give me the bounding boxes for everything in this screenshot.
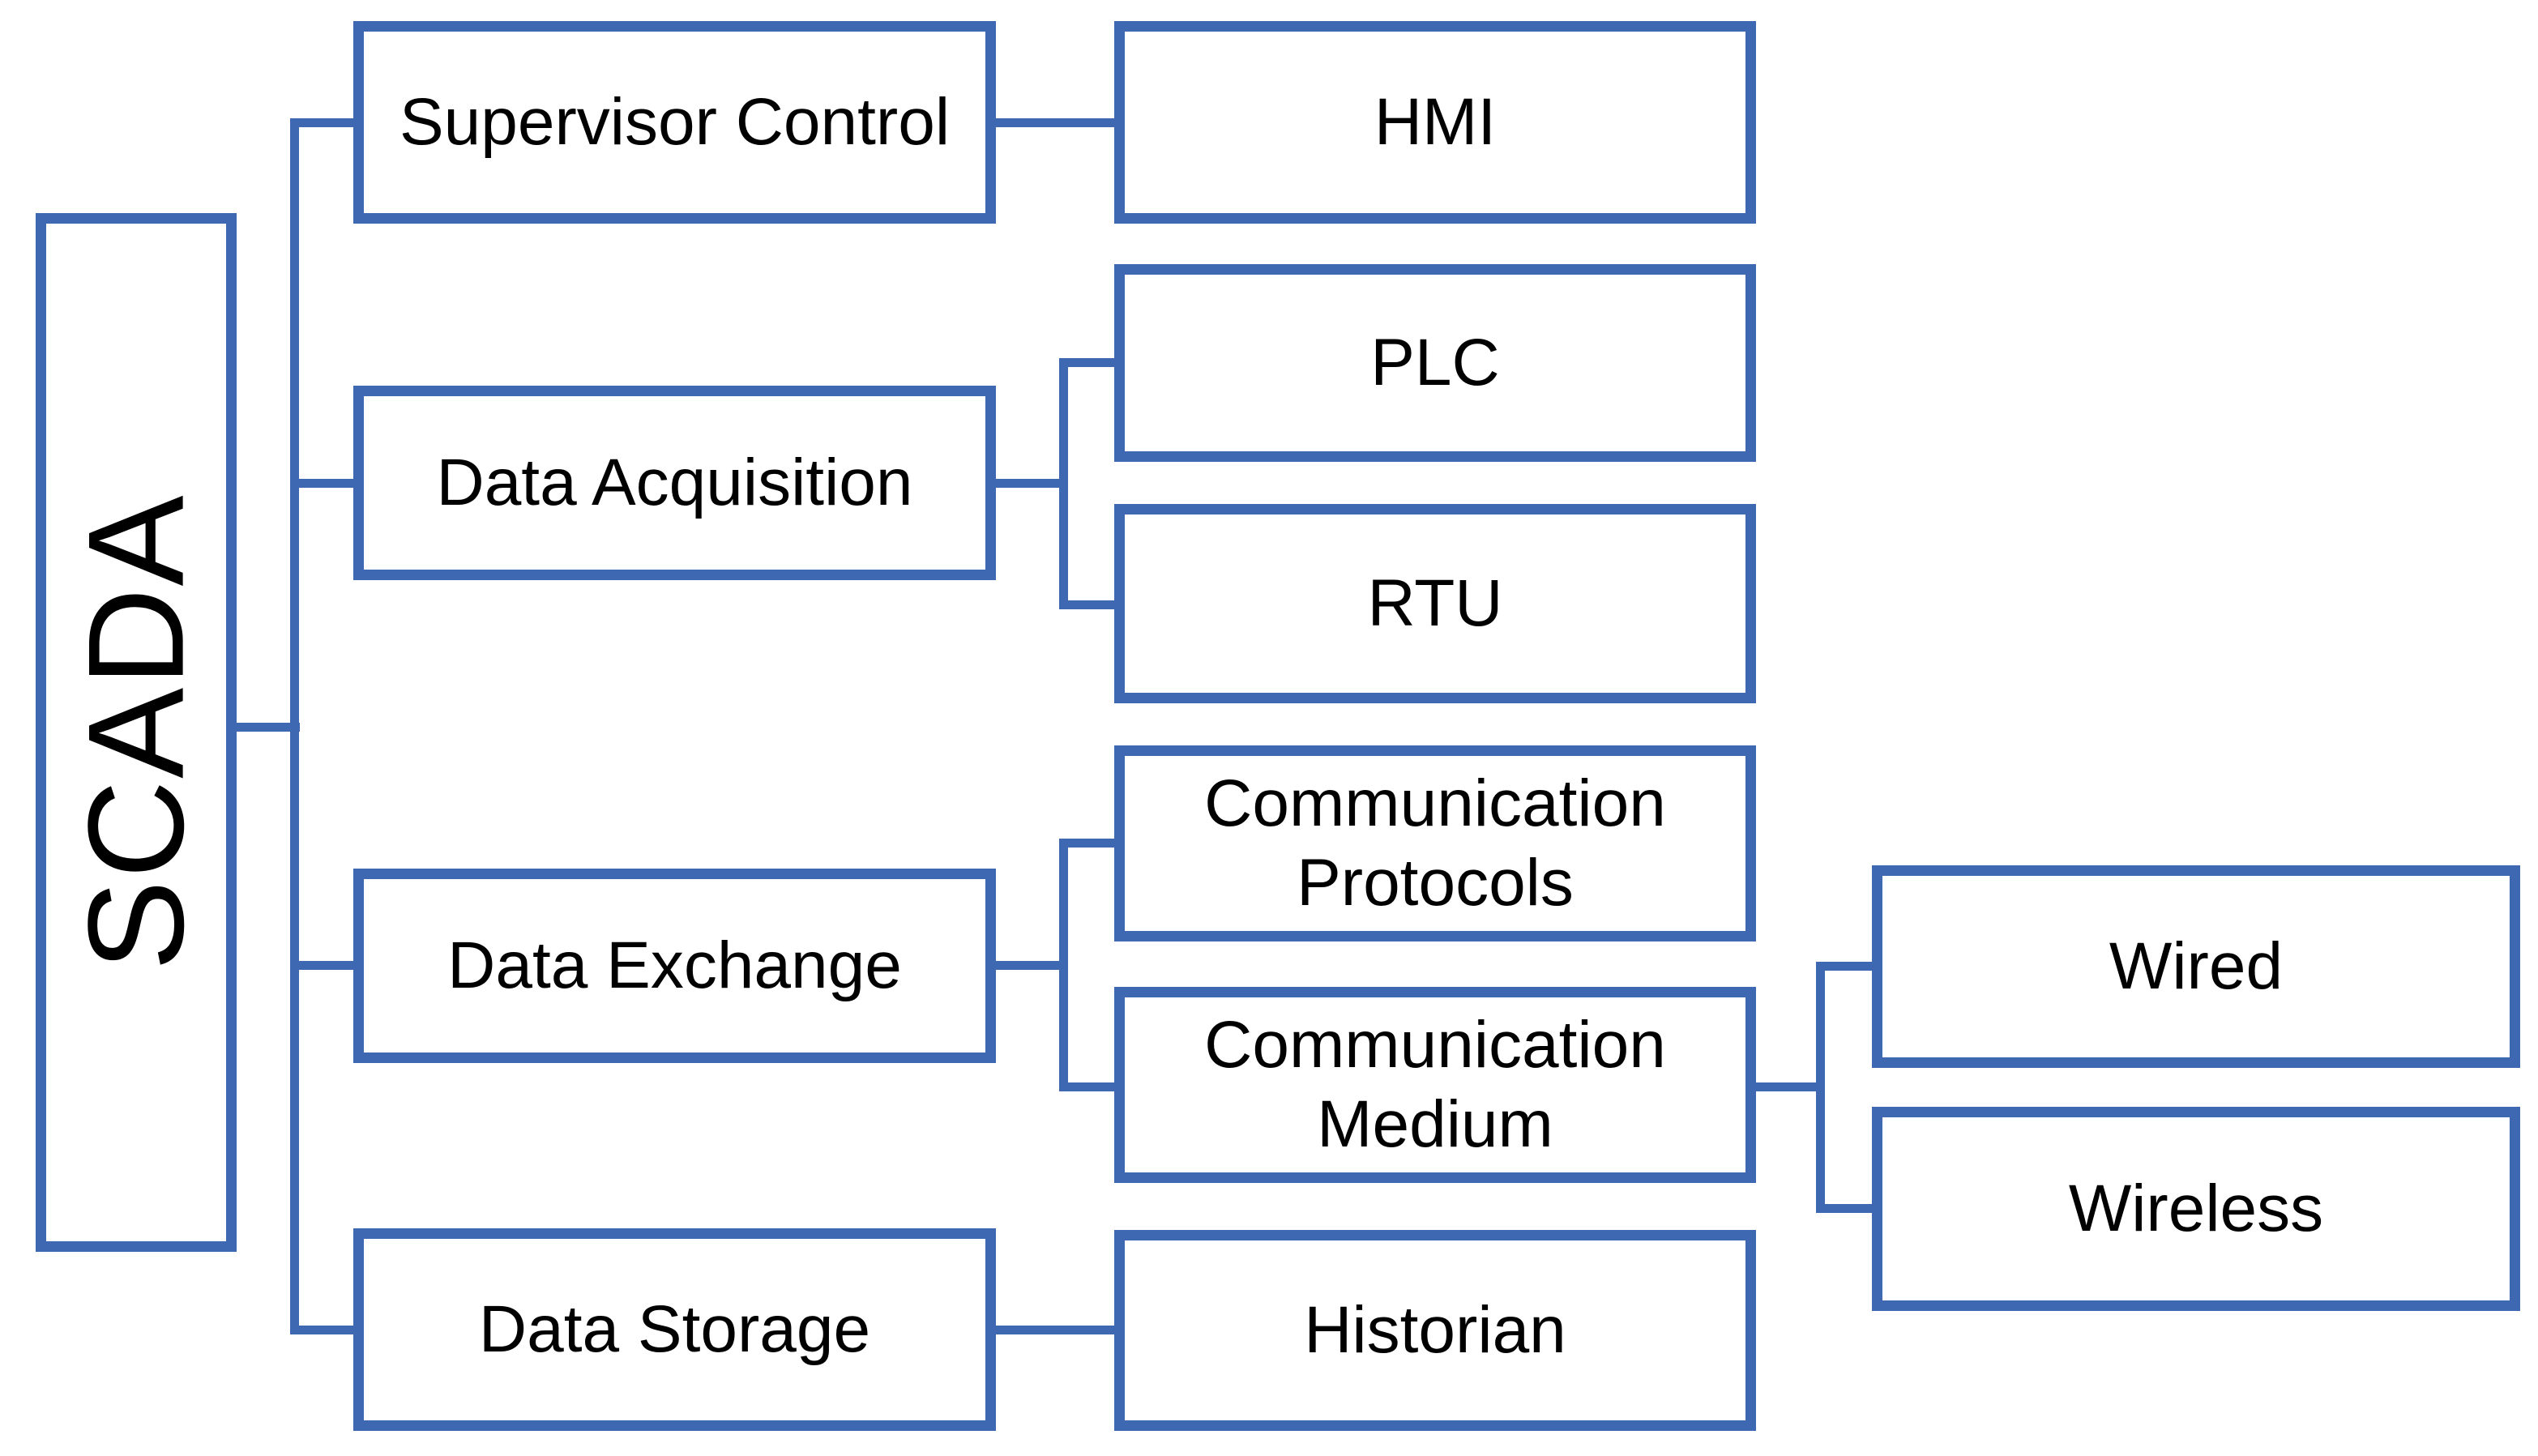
connector-stub-data-exchange (290, 961, 353, 970)
communication-medium-label: Communication Medium (1204, 1007, 1666, 1161)
connector-stub-communication-medium (1059, 1082, 1114, 1091)
node-rtu: RTU (1114, 504, 1756, 703)
historian-label: Historian (1304, 1292, 1566, 1367)
connector-stub-data-acquisition (290, 479, 353, 488)
connector-trunk-vertical (290, 118, 299, 1334)
connector-cm-junction-vertical (1816, 962, 1825, 1213)
connector-da-junction-vertical (1059, 358, 1068, 609)
connector-de-to-junction (996, 961, 1068, 970)
rtu-label: RTU (1367, 566, 1503, 640)
data-storage-label: Data Storage (478, 1292, 871, 1366)
connector-stub-plc (1059, 358, 1114, 367)
node-communication-medium: Communication Medium (1114, 987, 1756, 1183)
node-supervisor-control: Supervisor Control (353, 21, 996, 224)
connector-stub-wireless (1816, 1204, 1872, 1213)
connector-de-junction-vertical (1059, 839, 1068, 1091)
node-data-storage: Data Storage (353, 1228, 996, 1431)
connector-scada-to-trunk (235, 723, 300, 732)
connector-cm-to-junction (1756, 1082, 1825, 1091)
node-plc: PLC (1114, 264, 1756, 462)
communication-protocols-label: Communication Protocols (1204, 766, 1666, 920)
wireless-label: Wireless (2068, 1171, 2324, 1245)
hmi-label: HMI (1374, 84, 1497, 159)
connector-stub-wired (1816, 962, 1872, 971)
node-data-exchange: Data Exchange (353, 869, 996, 1063)
connector-stub-communication-protocols (1059, 839, 1114, 848)
supervisor-control-label: Supervisor Control (399, 84, 951, 159)
node-scada: SCADA (36, 213, 237, 1252)
node-wired: Wired (1872, 865, 2520, 1068)
scada-label: SCADA (59, 493, 212, 971)
node-communication-protocols: Communication Protocols (1114, 745, 1756, 941)
connector-stub-data-storage (290, 1326, 353, 1334)
plc-label: PLC (1370, 325, 1500, 399)
node-data-acquisition: Data Acquisition (353, 386, 996, 580)
connector-stub-supervisor-control (290, 118, 353, 127)
connector-da-to-junction (996, 479, 1068, 488)
node-historian: Historian (1114, 1230, 1756, 1431)
node-hmi: HMI (1114, 21, 1756, 224)
connector-supervisor-to-hmi (996, 118, 1114, 127)
node-wireless: Wireless (1872, 1107, 2520, 1311)
data-acquisition-label: Data Acquisition (436, 445, 913, 519)
connector-ds-to-historian (996, 1326, 1114, 1334)
data-exchange-label: Data Exchange (447, 928, 902, 1002)
connector-stub-rtu (1059, 600, 1114, 609)
wired-label: Wired (2109, 929, 2284, 1003)
